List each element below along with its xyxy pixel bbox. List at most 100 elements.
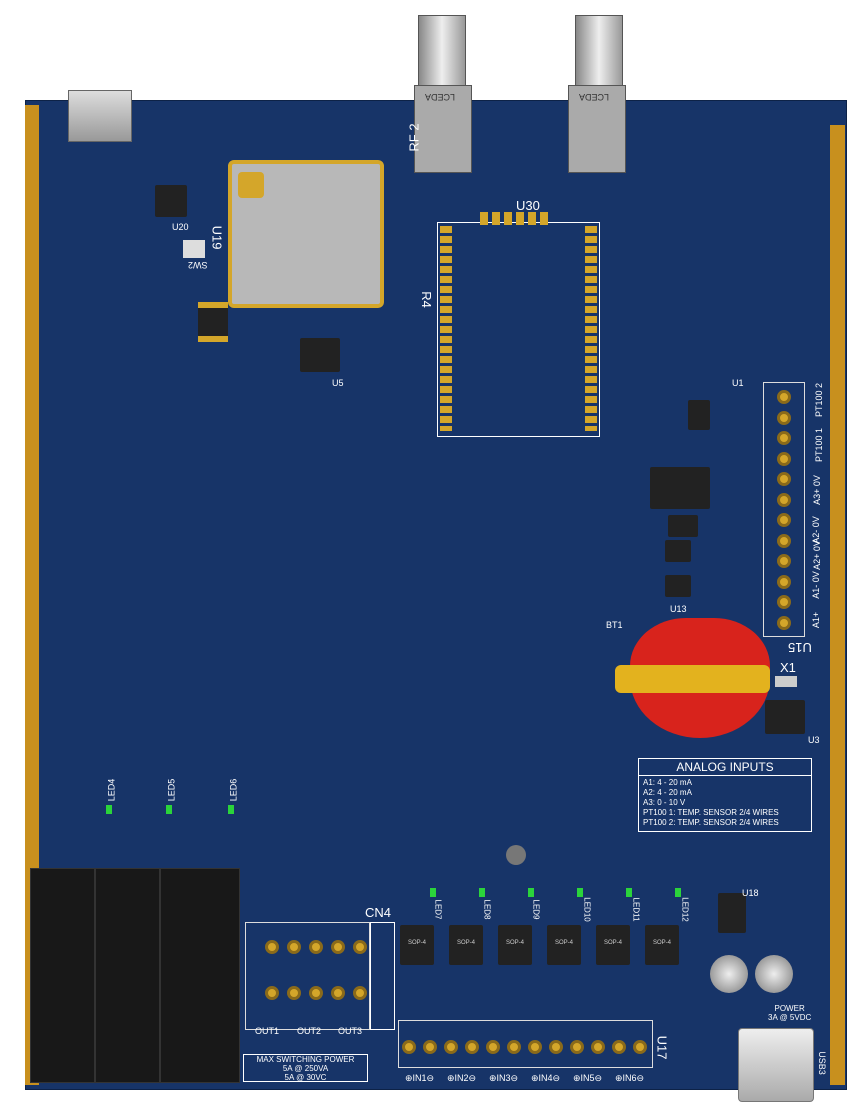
analog-inputs-title: ANALOG INPUTS (639, 759, 811, 776)
terminal-label: PT100 2 (814, 382, 825, 418)
input-terminal-block (398, 1020, 653, 1068)
u19-label: U19 (209, 225, 225, 250)
led-label: LED11 (631, 897, 641, 922)
lora-module (437, 222, 600, 437)
out3-label: OUT3 (338, 1026, 363, 1036)
led-indicator (430, 888, 436, 897)
terminal-label: A3+ 0V (811, 475, 822, 505)
u30-pads-left (440, 226, 452, 431)
cn4-label: CN4 (365, 905, 392, 920)
terminal-label: A2+ 0V (811, 540, 822, 570)
header-pin (353, 986, 367, 1000)
terminal-screw (777, 431, 791, 445)
terminal-screw (777, 390, 791, 404)
led-indicator (675, 888, 681, 897)
input-label-3: ⊕IN3⊖ (489, 1073, 519, 1083)
header-pin (309, 940, 323, 954)
u30-pads-top (480, 212, 550, 225)
header-pin (331, 986, 345, 1000)
u17-label: U17 (654, 1035, 670, 1060)
terminal-label: A1- 0V (810, 571, 821, 599)
header-pin (287, 940, 301, 954)
header-pin (287, 986, 301, 1000)
optocoupler: SOP-4 (645, 925, 679, 965)
terminal-screw (777, 574, 791, 589)
input-screw (528, 1040, 542, 1054)
input-screw (507, 1040, 521, 1054)
led5 (166, 805, 172, 814)
switch-sw2[interactable] (183, 240, 205, 258)
analog-terminal-block (763, 382, 805, 637)
u15-label: U15 (788, 640, 812, 655)
led-label: LED12 (680, 897, 690, 922)
led-label: LED10 (582, 897, 592, 922)
analog-ic-3 (665, 540, 691, 562)
optocoupler: SOP-4 (498, 925, 532, 965)
header-pin (265, 940, 279, 954)
input-screw (570, 1040, 584, 1054)
cn4-side (370, 922, 395, 1030)
analog-line: A3: 0 - 10 V (643, 798, 686, 807)
terminal-screw (777, 533, 791, 548)
input-label-5: ⊕IN5⊖ (573, 1073, 603, 1083)
power-title: POWER (774, 1004, 805, 1013)
led-label: LED5 (166, 778, 177, 802)
u3-chip (765, 700, 805, 734)
u1-label: U1 (732, 378, 744, 388)
capacitor-c10 (710, 955, 748, 993)
crystal-x1 (775, 676, 797, 687)
analog-inputs-box: ANALOG INPUTS A1: 4 - 20 mA A2: 4 - 20 m… (638, 758, 812, 832)
u1-chip (688, 400, 710, 430)
power-spec: 3A @ 5VDC (768, 1013, 812, 1022)
terminal-screw (777, 472, 791, 486)
analog-line: A2: 4 - 20 mA (643, 788, 692, 797)
terminal-screw (777, 595, 791, 609)
terminal-screw (777, 410, 791, 425)
input-screw (486, 1040, 500, 1054)
relay-2 (95, 868, 160, 1083)
input-screw (402, 1040, 416, 1054)
led-indicator (626, 888, 632, 897)
bt1-label: BT1 (606, 620, 623, 630)
led-indicator (577, 888, 583, 897)
input-screw (444, 1040, 458, 1054)
terminal-screw (777, 492, 791, 507)
buzzer (506, 845, 526, 865)
u30-label: U30 (516, 198, 540, 213)
input-screw (591, 1040, 605, 1054)
sma-connector-2 (575, 15, 623, 90)
usb-c-port[interactable] (738, 1028, 814, 1102)
led6 (228, 805, 234, 814)
relay-1 (30, 868, 95, 1083)
analog-line: PT100 1: TEMP. SENSOR 2/4 WIRES (643, 808, 779, 817)
analog-ic-2 (668, 515, 698, 537)
optocoupler: SOP-4 (400, 925, 434, 965)
terminal-screw (777, 615, 791, 630)
u20-chip (155, 185, 187, 217)
u30-pads-right (585, 226, 597, 431)
input-screw (612, 1040, 626, 1054)
u5-label: U5 (332, 378, 344, 388)
analog-terminal-labels: PT100 2 PT100 1 A3+ 0V A2- 0V A2+ 0V A1-… (810, 382, 828, 635)
led-label: LED6 (228, 778, 239, 802)
optocoupler: SOP-4 (449, 925, 483, 965)
usb3-label: USB3 (816, 1051, 827, 1075)
switching-line: 5A @ 250VA (282, 1064, 329, 1073)
sma-brand: LCEDA (579, 92, 610, 102)
input-screw (549, 1040, 563, 1054)
u20-label: U20 (172, 222, 189, 232)
rf-label: RF 2 (406, 123, 422, 152)
antenna-connector (238, 172, 264, 198)
u3-label: U3 (808, 735, 820, 745)
sw2-label: SW2 (188, 260, 208, 270)
sma-brand: LCEDA (425, 92, 456, 102)
header-pin (353, 940, 367, 954)
x1-label: X1 (780, 660, 796, 675)
terminal-screw (777, 451, 791, 466)
switching-line: 5A @ 30VC (284, 1073, 327, 1082)
relay-header-cn4 (245, 922, 370, 1030)
micro-usb-port[interactable] (68, 90, 132, 142)
out1-label: OUT1 (255, 1026, 280, 1036)
terminal-screw (777, 513, 791, 527)
u13-chip (665, 575, 691, 597)
